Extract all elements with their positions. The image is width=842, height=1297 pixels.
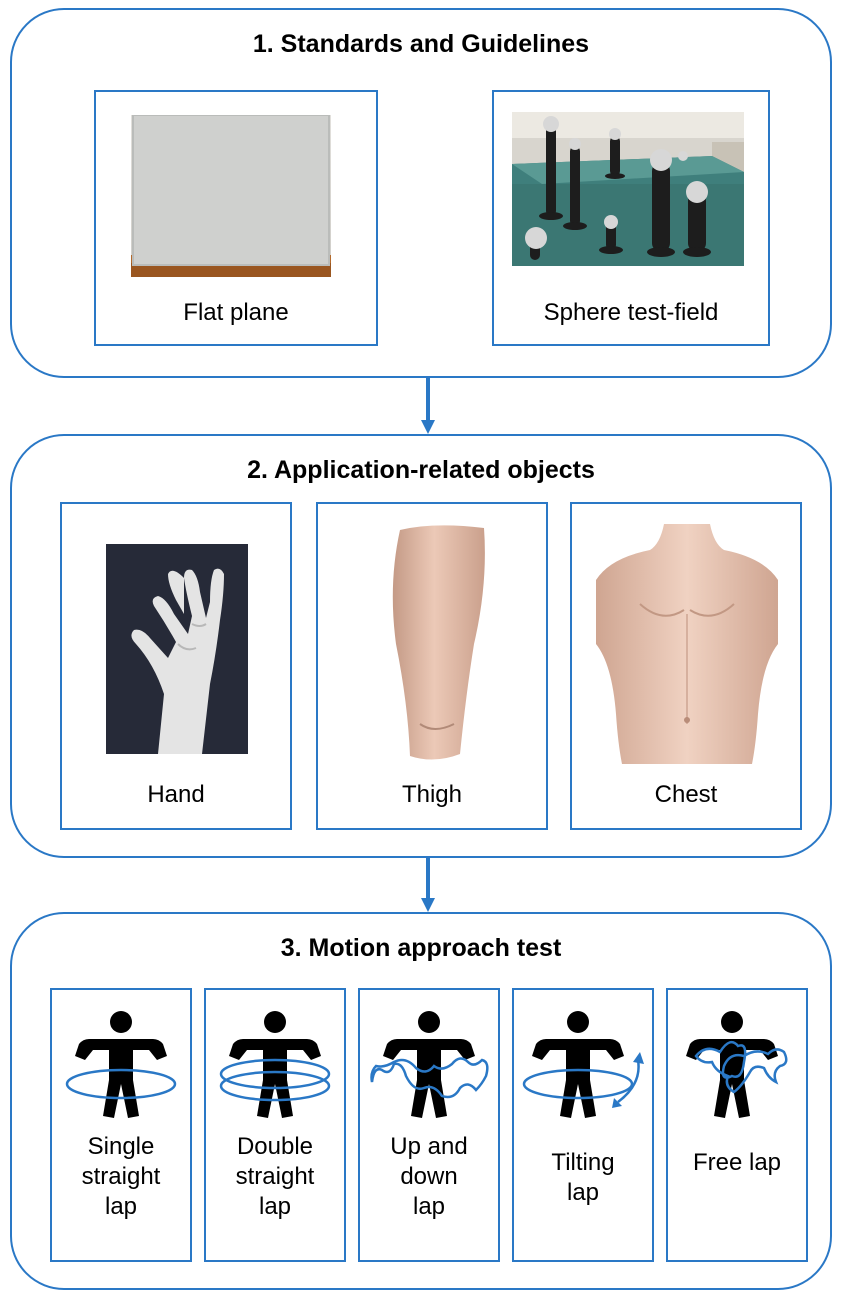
card-caption: Flat plane: [96, 298, 376, 328]
single-straight-lap-icon: [61, 1006, 181, 1126]
card-caption: Thigh: [318, 780, 546, 810]
flat-plane-photo: [131, 115, 331, 277]
up-and-down-lap-card: Up and down lap: [358, 988, 500, 1262]
card-caption: Tilting lap: [514, 1148, 652, 1208]
card-caption: Up and down lap: [360, 1132, 498, 1222]
section-title: 1. Standards and Guidelines: [12, 30, 830, 59]
sphere-test-field-card: Sphere test-field: [492, 90, 770, 346]
flow-arrow: [418, 378, 438, 438]
card-caption: Single straight lap: [52, 1132, 190, 1222]
hand-card: Hand: [60, 502, 292, 830]
chest-model-photo: [592, 524, 782, 764]
double-straight-lap-icon: [215, 1006, 335, 1126]
section-application-objects: 2. Application-related objects Hand Thig…: [10, 434, 832, 858]
card-caption: Chest: [572, 780, 800, 810]
free-lap-card: Free lap: [666, 988, 808, 1262]
card-caption: Free lap: [668, 1148, 806, 1178]
free-lap-icon: [672, 1006, 802, 1126]
double-straight-lap-card: Double straight lap: [204, 988, 346, 1262]
tilting-lap-icon: [518, 1006, 648, 1126]
section-motion-approach: 3. Motion approach test Single straight …: [10, 912, 832, 1290]
flat-plane-card: Flat plane: [94, 90, 378, 346]
flow-arrow: [418, 856, 438, 916]
sphere-test-field-photo: [512, 112, 744, 266]
card-caption: Hand: [62, 780, 290, 810]
section-title: 3. Motion approach test: [12, 934, 830, 963]
thigh-model-photo: [374, 524, 494, 774]
section-title: 2. Application-related objects: [12, 456, 830, 485]
card-caption: Double straight lap: [206, 1132, 344, 1222]
section-standards: 1. Standards and Guidelines Flat plane: [10, 8, 832, 378]
hand-model-photo: [106, 544, 248, 754]
tilting-lap-card: Tilting lap: [512, 988, 654, 1262]
card-caption: Sphere test-field: [494, 298, 768, 328]
thigh-card: Thigh: [316, 502, 548, 830]
up-and-down-lap-icon: [364, 1006, 494, 1126]
single-straight-lap-card: Single straight lap: [50, 988, 192, 1262]
chest-card: Chest: [570, 502, 802, 830]
